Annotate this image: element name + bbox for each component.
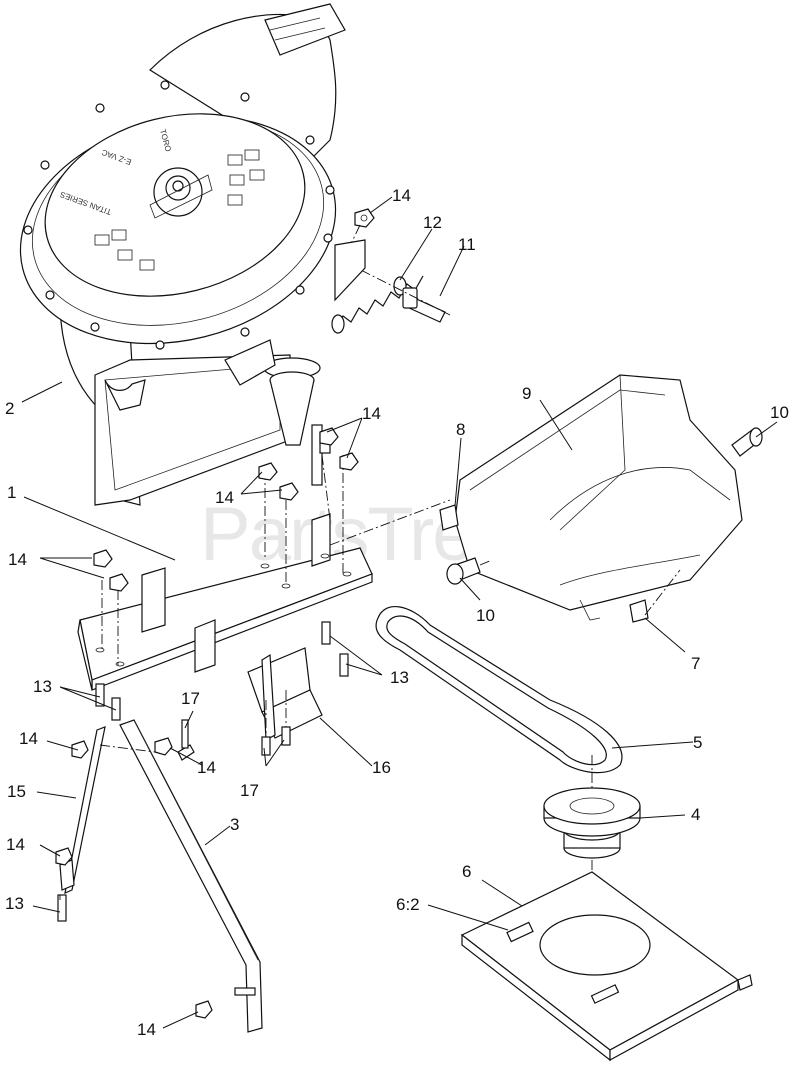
- callout-13-left: 13: [33, 677, 52, 696]
- knob-left: [446, 557, 481, 585]
- support-bracket: [247, 647, 323, 756]
- base-plate: [460, 871, 753, 1062]
- callout-12: 12: [423, 213, 442, 232]
- callout-14-midhw: 14: [197, 758, 216, 777]
- callout-14-panel: 14: [6, 835, 25, 854]
- clip-upper: [439, 504, 459, 531]
- leader-lines: [21, 196, 778, 1029]
- callout-11: 11: [458, 235, 476, 254]
- clip-lower: [629, 599, 649, 623]
- hex-nuts: [93, 427, 359, 592]
- callout-6: 6: [462, 862, 471, 881]
- callout-6-2: 6:2: [396, 895, 420, 914]
- callout-14-lefthw: 14: [19, 729, 38, 748]
- callout-10-left: 10: [476, 606, 495, 625]
- top-nut: [354, 208, 375, 228]
- callout-4: 4: [691, 805, 700, 824]
- callout-7: 7: [691, 654, 700, 673]
- callout-14-bottom: 14: [137, 1020, 156, 1039]
- pulley: [543, 787, 641, 859]
- callout-9: 9: [522, 384, 531, 403]
- callout-10-right: 10: [770, 403, 789, 422]
- callout-3: 3: [230, 815, 239, 834]
- drive-belt: [375, 606, 623, 774]
- callout-14-left: 14: [8, 550, 27, 569]
- knob-right: [731, 427, 763, 457]
- callout-5: 5: [693, 733, 702, 752]
- side-panel-small: [59, 726, 106, 894]
- blower-housing: TORO E-Z VAC TITAN SERIES: [19, 3, 346, 506]
- carriage-bolts: [95, 621, 349, 721]
- callout-14-plate: 14: [215, 488, 234, 507]
- callout-2: 2: [5, 399, 14, 418]
- callout-labels: 2 1 14 14 14 14 12 11 9 10 8 10 7 13 13 …: [5, 186, 789, 1039]
- callout-14-top: 14: [392, 186, 411, 205]
- mounting-plate: [77, 513, 373, 691]
- callout-8: 8: [456, 420, 465, 439]
- spring-bolt: [402, 287, 446, 323]
- callout-15: 15: [7, 782, 26, 801]
- callout-13-right: 13: [390, 668, 409, 687]
- belt-cover: [454, 374, 743, 621]
- callout-14-studs: 14: [362, 404, 381, 423]
- callout-17-lower: 17: [240, 781, 259, 800]
- tension-spring: [331, 275, 424, 334]
- callout-17-upper: 17: [181, 689, 200, 708]
- callout-1: 1: [7, 483, 16, 502]
- callout-16: 16: [372, 758, 391, 777]
- callout-13-bottom: 13: [5, 894, 24, 913]
- side-panel-large: [119, 719, 263, 1033]
